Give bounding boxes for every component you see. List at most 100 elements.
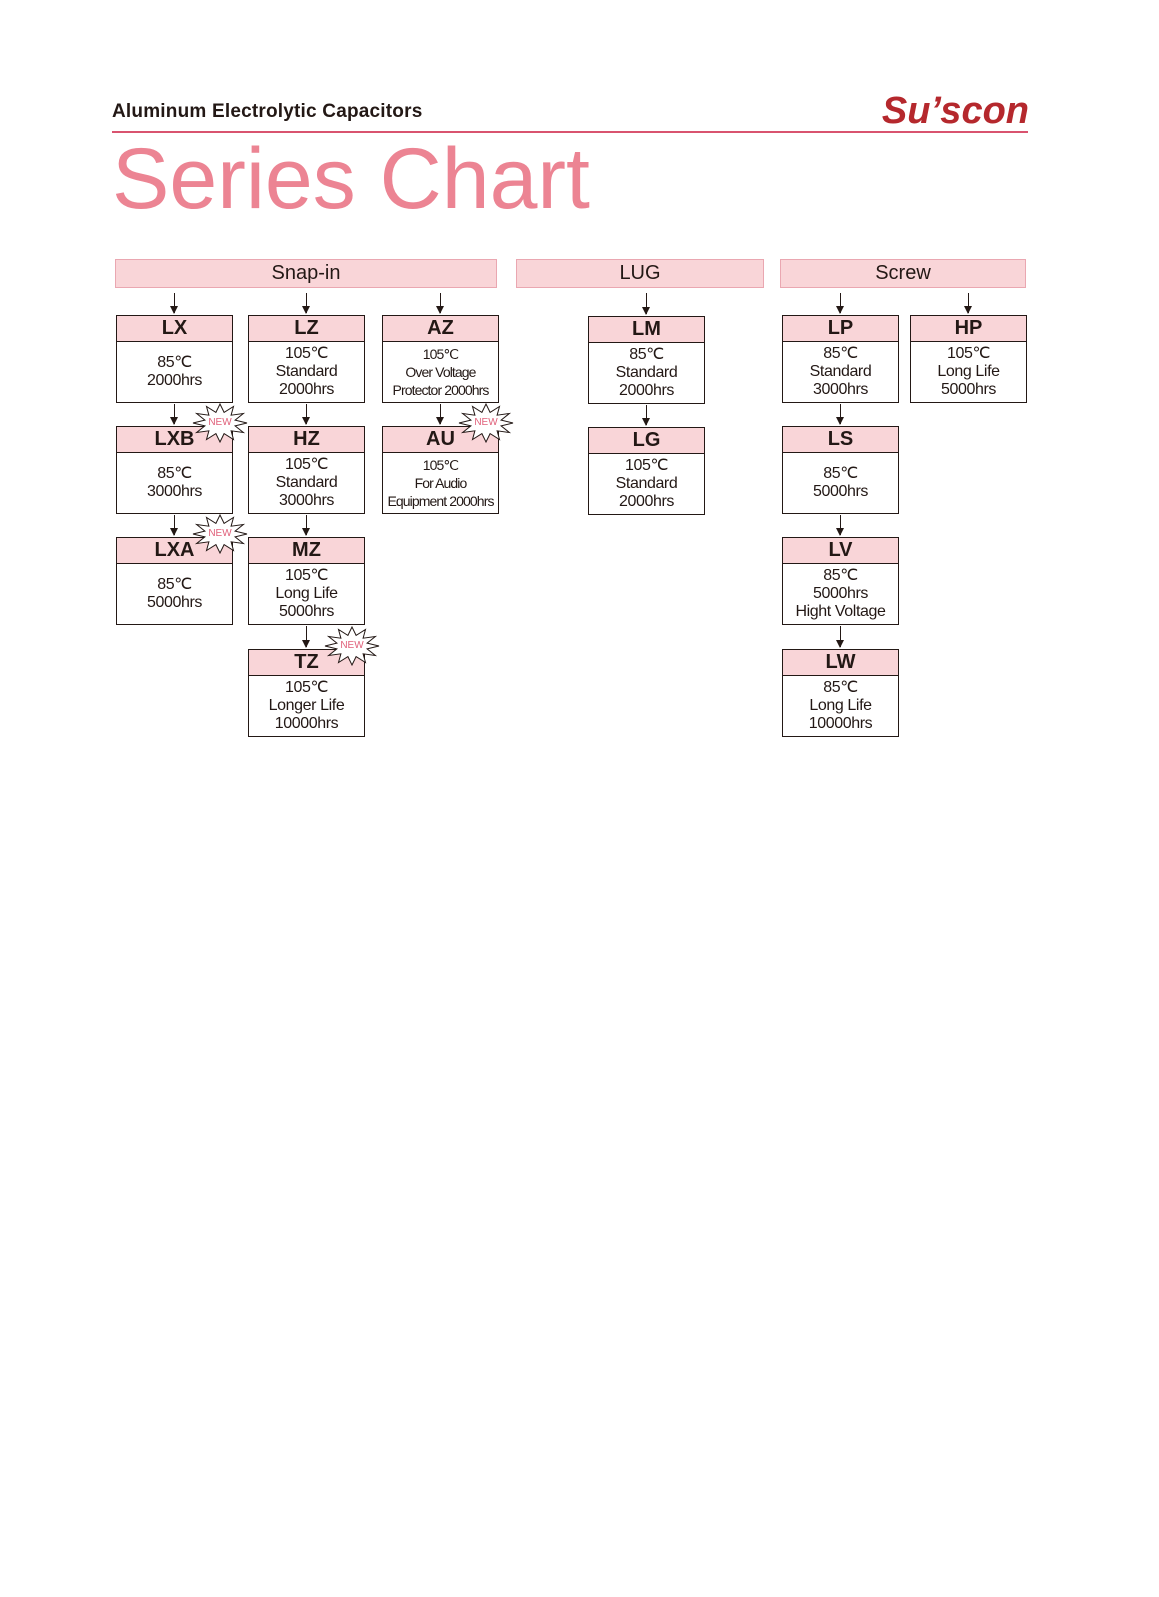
spec-line: 85℃ bbox=[157, 354, 192, 371]
spec-line: Equipment 2000hrs bbox=[387, 493, 494, 509]
flow-arrow bbox=[170, 404, 178, 425]
spec-line: Standard bbox=[275, 363, 338, 380]
flow-arrow bbox=[436, 293, 444, 314]
spec-line: 5000hrs bbox=[940, 381, 997, 398]
spec-line: 2000hrs bbox=[146, 372, 203, 389]
spec-line: 85℃ bbox=[157, 576, 192, 593]
spec-line: 85℃ bbox=[823, 567, 858, 584]
series-name: LM bbox=[589, 317, 704, 343]
series-name: LS bbox=[783, 427, 898, 453]
spec-line: 10000hrs bbox=[808, 715, 873, 732]
brand-logo: Su’scon bbox=[881, 90, 1029, 132]
spec-line: 105℃ bbox=[422, 346, 459, 362]
flow-arrow bbox=[302, 626, 310, 648]
flow-arrow bbox=[836, 626, 844, 648]
header-divider bbox=[112, 131, 1028, 133]
flow-arrow bbox=[642, 405, 650, 426]
spec-line: 10000hrs bbox=[274, 715, 339, 732]
series-name: LXA bbox=[117, 538, 232, 564]
new-badge-label: NEW bbox=[208, 528, 232, 539]
spec-line: Standard bbox=[615, 475, 678, 492]
flow-arrow bbox=[170, 293, 178, 314]
spec-line: Over Voltage bbox=[405, 364, 476, 380]
spec-line: 3000hrs bbox=[146, 483, 203, 500]
new-badge: NEW bbox=[324, 625, 380, 667]
series-name: LP bbox=[783, 316, 898, 342]
category-lug: LUG bbox=[516, 259, 764, 288]
series-name: HZ bbox=[249, 427, 364, 453]
new-badge-label: NEW bbox=[208, 417, 232, 428]
series-name: LG bbox=[589, 428, 704, 454]
spec-line: 105℃ bbox=[284, 456, 329, 473]
spec-line: 105℃ bbox=[624, 457, 669, 474]
spec-line: Hight Voltage bbox=[795, 603, 886, 620]
spec-line: 105℃ bbox=[284, 345, 329, 362]
spec-line: 5000hrs bbox=[278, 603, 335, 620]
flow-arrow bbox=[964, 293, 972, 314]
spec-line: 3000hrs bbox=[812, 381, 869, 398]
spec-line: 105℃ bbox=[284, 567, 329, 584]
series-name: LX bbox=[117, 316, 232, 342]
spec-line: 5000hrs bbox=[812, 483, 869, 500]
spec-line: Longer Life bbox=[268, 697, 345, 714]
spec-line: 5000hrs bbox=[812, 585, 869, 602]
spec-line: 105℃ bbox=[946, 345, 991, 362]
series-name: HP bbox=[911, 316, 1026, 342]
spec-line: 2000hrs bbox=[618, 382, 675, 399]
spec-line: Long Life bbox=[809, 697, 872, 714]
flow-arrow bbox=[836, 515, 844, 536]
document-subtitle: Aluminum Electrolytic Capacitors bbox=[112, 101, 423, 122]
series-name: AZ bbox=[383, 316, 498, 342]
flow-arrow bbox=[302, 515, 310, 536]
flow-arrow bbox=[436, 404, 444, 425]
new-badge: NEW bbox=[192, 513, 248, 555]
spec-line: Standard bbox=[809, 363, 872, 380]
spec-line: 2000hrs bbox=[278, 381, 335, 398]
flow-arrow bbox=[302, 404, 310, 425]
flow-arrow bbox=[836, 293, 844, 314]
spec-line: 105℃ bbox=[422, 457, 459, 473]
spec-line: 5000hrs bbox=[146, 594, 203, 611]
spec-line: 105℃ bbox=[284, 679, 329, 696]
page-title: Series Chart bbox=[112, 131, 590, 227]
spec-line: 3000hrs bbox=[278, 492, 335, 509]
spec-line: 85℃ bbox=[823, 465, 858, 482]
spec-line: 85℃ bbox=[823, 679, 858, 696]
flow-arrow bbox=[642, 293, 650, 315]
spec-line: Long Life bbox=[937, 363, 1000, 380]
category-screw: Screw bbox=[780, 259, 1026, 288]
spec-line: 85℃ bbox=[629, 346, 664, 363]
spec-line: 85℃ bbox=[823, 345, 858, 362]
spec-line: Protector 2000hrs bbox=[392, 382, 490, 398]
new-badge: NEW bbox=[458, 402, 514, 444]
flow-arrow bbox=[170, 515, 178, 536]
